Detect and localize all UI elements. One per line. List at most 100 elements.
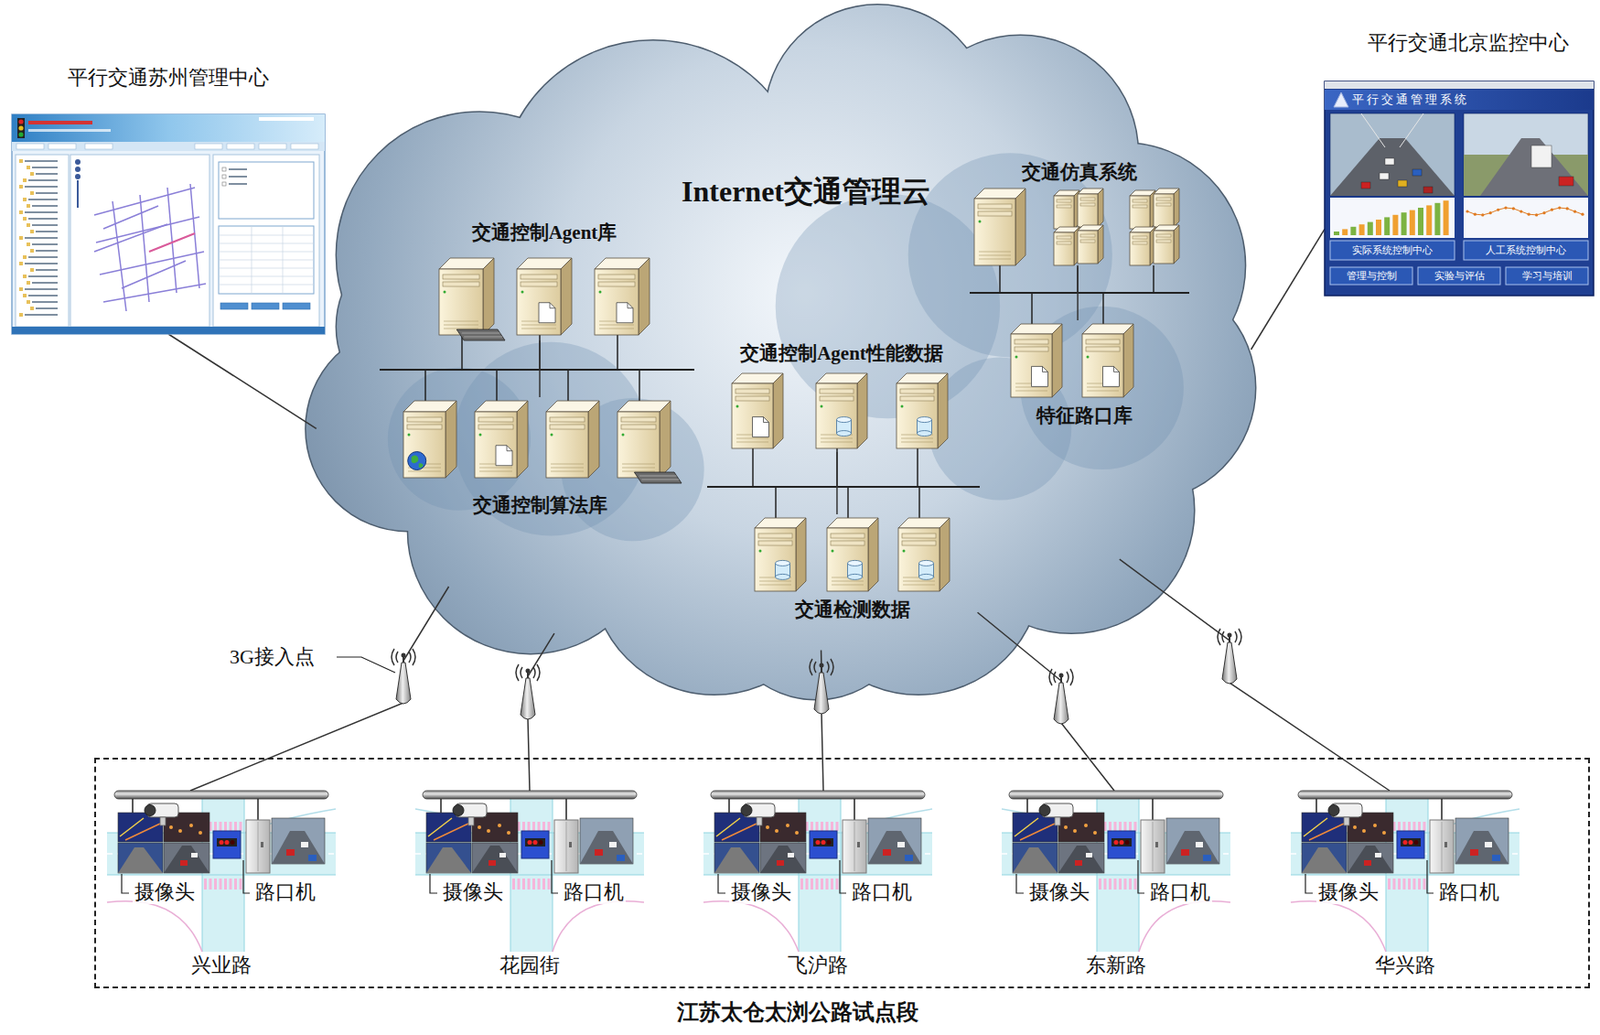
platform-screenshot: [228, 168, 247, 171]
server-icon: [918, 562, 920, 577]
server-icon: [775, 573, 791, 580]
monitor-screenshot: [1566, 206, 1569, 210]
network-bus: [853, 798, 856, 820]
monitor-screenshot: [1463, 240, 1589, 260]
antenna-tower: [520, 677, 536, 720]
leader-line: [1016, 873, 1024, 893]
traffic-photo: [308, 854, 317, 861]
antenna-tower: [814, 672, 829, 714]
callout-label: 路口机: [561, 880, 626, 904]
monitor-screenshot: [1473, 213, 1477, 216]
platform-screenshot: [194, 143, 223, 150]
platform-screenshot: [35, 268, 58, 271]
cloud-shape: [306, 5, 1256, 699]
monitor-screenshot: [1467, 207, 1583, 215]
server-icon: [483, 257, 494, 335]
road-name: 东新路: [1084, 953, 1149, 978]
road-plan: [810, 878, 814, 890]
road-plan: [840, 790, 842, 952]
road-plan: [239, 821, 243, 831]
traffic-photo: [868, 817, 922, 864]
leader-line: [1427, 859, 1434, 893]
platform-screenshot: [70, 154, 210, 327]
server-group: 交通仿真系统: [969, 161, 1190, 268]
platform-screenshot: [30, 248, 34, 253]
server-icon: [773, 373, 784, 449]
platform-screenshot: [218, 259, 314, 261]
platform-screenshot: [112, 201, 127, 312]
screen-button: 实验与评估: [1434, 269, 1485, 282]
platform-screenshot: [24, 313, 58, 316]
road-plan: [1397, 878, 1401, 890]
monitor-screenshot: [1385, 158, 1395, 165]
platform-screenshot: [218, 284, 314, 286]
road-plan: [1423, 821, 1427, 831]
antenna-tower: [520, 666, 523, 678]
road-plan: [703, 874, 933, 876]
camera-photos: [1012, 847, 1058, 873]
server-icon: [1085, 346, 1120, 352]
server-icon: [1129, 190, 1156, 229]
road-plan: [1128, 821, 1132, 831]
platform-screenshot: [85, 143, 113, 150]
road-plan: [244, 790, 246, 952]
monitor-screenshot: [1324, 81, 1594, 89]
server-icon: [857, 373, 868, 449]
road-name: 花园街: [497, 953, 562, 978]
server-icon: [622, 471, 656, 473]
camera-photos: [198, 830, 203, 835]
road-plan: [1104, 878, 1107, 890]
road-plan: [1138, 790, 1140, 952]
platform-screenshot: [32, 204, 58, 207]
server-icon: [403, 411, 446, 478]
server-icon: [479, 433, 483, 437]
platform-screenshot: [149, 233, 195, 252]
server-icon: [836, 419, 838, 434]
server-icon: [1014, 346, 1049, 352]
server-icon: [479, 471, 513, 473]
intersection-node: 摄像头路口机东新路: [1001, 790, 1231, 985]
platform-screenshot: [11, 114, 325, 334]
server-icon: [594, 268, 639, 335]
road-plan: [1413, 821, 1417, 831]
server-icon: [442, 274, 480, 280]
platform-screenshot: [26, 165, 31, 170]
monitor-screenshot: [1542, 211, 1546, 215]
camera-device: [756, 816, 763, 826]
server-icon: [1132, 236, 1148, 239]
leader-line: [121, 873, 129, 893]
camera-photos: [1074, 859, 1083, 866]
camera-photos: [1301, 842, 1347, 873]
server-icon: [1014, 339, 1049, 344]
monitor-screenshot: [1324, 81, 1594, 296]
platform-screenshot: [24, 185, 58, 188]
antenna-tower: [391, 648, 395, 666]
server-icon: [520, 274, 558, 280]
monitor-screenshot: [1463, 197, 1589, 238]
server-icon: [1010, 333, 1053, 398]
platform-screenshot: [218, 276, 314, 278]
network-bus: [1151, 798, 1154, 820]
camera-device: [1343, 816, 1350, 826]
platform-screenshot: [30, 191, 34, 195]
server-icon: [736, 438, 769, 440]
callout-label: 摄像头: [729, 880, 794, 904]
monitor-screenshot: [1330, 197, 1455, 238]
server-icon: [445, 400, 457, 478]
monitor-screenshot: [1330, 113, 1455, 196]
camera-device: [468, 816, 474, 826]
platform-screenshot: [24, 262, 58, 265]
antenna-tower: [1059, 673, 1064, 678]
signal-light: [1107, 830, 1136, 859]
server-icon: [550, 463, 584, 465]
antenna-tower: [826, 661, 829, 673]
camera-photos: [426, 812, 518, 873]
camera-photos: [787, 852, 795, 858]
server-icon: [789, 562, 791, 577]
server-icon: [902, 549, 906, 553]
connector-line: [821, 650, 824, 791]
camera-photos: [433, 823, 469, 840]
screen-button: 管理与控制: [1346, 269, 1397, 282]
pilot-section: 江苏太仓太浏公路试点段摄像头路口机兴业路摄像头路口机花园街摄像头路口机飞沪路摄像…: [94, 757, 1590, 988]
road-plan: [1387, 878, 1391, 890]
